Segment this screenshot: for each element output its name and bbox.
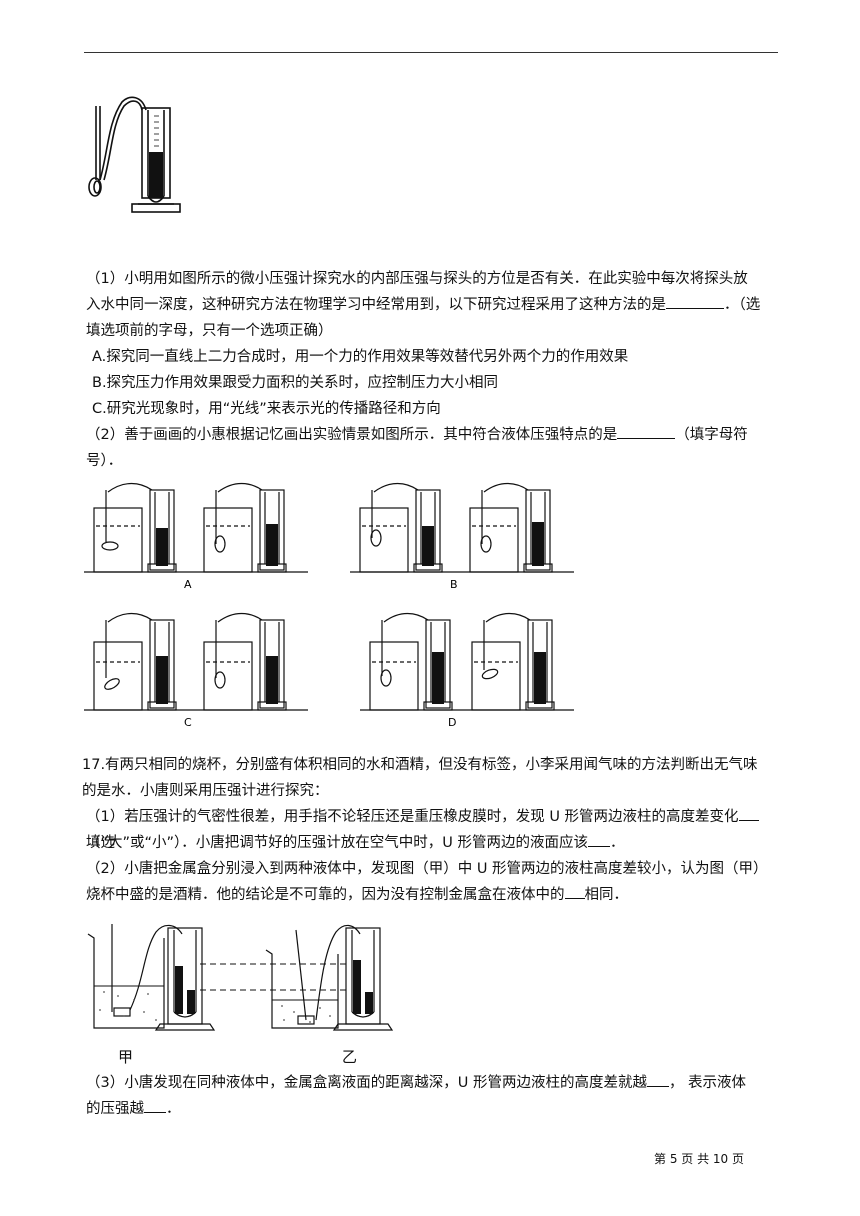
q17-part2-line2: 烧杯中盛的是酒精．他的结论是不可靠的，因为没有控制金属盒在液体中的 相同． xyxy=(86,882,776,908)
answer-blank-3[interactable] xyxy=(738,804,759,821)
q17-part1-line2: 填“大”或“小”）．小唐把调节好的压强计放在空气中时，U 形管两边的液面应该 ． xyxy=(86,830,776,856)
q17-intro-line2: 的是水．小唐则采用压强计进行探究： xyxy=(82,783,329,799)
q17-part1-line1-tail: （选 xyxy=(86,835,115,851)
answer-blank-6[interactable] xyxy=(646,1070,669,1087)
q17-part3-line1-tail: ， 表示液体 xyxy=(668,1075,747,1091)
q17-part3-line2: 的压强越 ． xyxy=(86,1096,776,1122)
panel-label-a: A xyxy=(184,578,192,590)
q17-part2-line1: （2）小唐把金属盒分别浸入到两种液体中，发现图（甲）中 U 形管两边的液柱高度差… xyxy=(86,861,768,877)
q16-part1-line2-tail: ．（选 xyxy=(724,297,761,313)
experiment-panel-c: C xyxy=(84,612,308,728)
q16-part2-line1-tail: （填字母符 xyxy=(675,427,748,443)
panel-label-c: C xyxy=(184,716,192,728)
option-c: C.研究光现象时，用“光线”来表示光的传播路径和方向 xyxy=(92,401,441,417)
q17-part1-line1-text: （1）若压强计的气密性很差，用手指不论轻压还是重压橡皮膜时，发现 U 形管两边液… xyxy=(86,809,739,825)
q17-part3-line1: （3）小唐发现在同种液体中，金属盒离液面的距离越深，U 形管两边液柱的高度差就越… xyxy=(86,1070,776,1096)
option-b: B.探究压力作用效果跟受力面积的关系时，应控制压力大小相同 xyxy=(92,375,499,391)
q16-part1-line1: （1）小明用如图所示的微小压强计探究水的内部压强与探头的方位是否有关．在此实验中… xyxy=(86,271,748,287)
figure-label-jia: 甲 xyxy=(118,1048,134,1066)
q17-part1-line2-tail: ． xyxy=(610,835,625,851)
q17-part1-line2-text: 填“大”或“小”）．小唐把调节好的压强计放在空气中时，U 形管两边的液面应该 xyxy=(86,835,589,851)
q17-intro-line1: 17.有两只相同的烧杯，分别盛有体积相同的水和酒精，但没有标签，小李采用闻气味的… xyxy=(82,757,758,773)
page-footer: 第 5 页 共 10 页 xyxy=(654,1152,744,1166)
q16-part1-line2-text: 入水中同一深度，这种研究方法在物理学习中经常用到，以下研究过程采用了这种方法的是 xyxy=(86,297,666,313)
q16-part2-line2: 号）． xyxy=(86,453,123,469)
figure-label-yi: 乙 xyxy=(342,1048,358,1066)
panel-label-d: D xyxy=(448,716,456,728)
answer-blank-5[interactable] xyxy=(564,882,585,899)
pressure-gauge-figure xyxy=(88,96,181,213)
q16-part2-line1: （2）善于画画的小惠根据记忆画出实验情景如图所示．其中符合液体压强特点的是 （填字… xyxy=(86,422,776,448)
answer-blank-7[interactable] xyxy=(144,1096,166,1113)
q17-part1-line1: （1）若压强计的气密性很差，用手指不论轻压还是重压橡皮膜时，发现 U 形管两边液… xyxy=(86,804,776,856)
q17-part2-line2-tail: 相同． xyxy=(584,887,629,903)
experiment-panel-a: A xyxy=(84,482,308,590)
experiment-panel-d: D xyxy=(360,612,574,728)
experiment-panel-b: B xyxy=(350,482,574,590)
panel-label-b: B xyxy=(450,578,458,590)
comparison-figure xyxy=(87,924,394,1031)
answer-blank-1[interactable] xyxy=(666,292,724,309)
q17-part3-line1-text: （3）小唐发现在同种液体中，金属盒离液面的距离越深，U 形管两边液柱的高度差就越 xyxy=(86,1075,647,1091)
q16-part1-line3: 填选项前的字母，只有一个选项正确） xyxy=(86,323,333,339)
answer-blank-2[interactable] xyxy=(617,422,676,439)
q17-part2-line2-text: 烧杯中盛的是酒精．他的结论是不可靠的，因为没有控制金属盒在液体中的 xyxy=(86,887,565,903)
q16-part2-line1-text: （2）善于画画的小惠根据记忆画出实验情景如图所示．其中符合液体压强特点的是 xyxy=(86,427,618,443)
header-rule xyxy=(84,52,778,53)
q17-part3-line2-tail: ． xyxy=(166,1101,181,1117)
q16-part1-line2: 入水中同一深度，这种研究方法在物理学习中经常用到，以下研究过程采用了这种方法的是… xyxy=(86,292,776,318)
q17-part3-line2-text: 的压强越 xyxy=(86,1101,144,1117)
answer-blank-4[interactable] xyxy=(588,830,611,847)
option-a: A.探究同一直线上二力合成时，用一个力的作用效果等效替代另外两个力的作用效果 xyxy=(92,349,629,365)
